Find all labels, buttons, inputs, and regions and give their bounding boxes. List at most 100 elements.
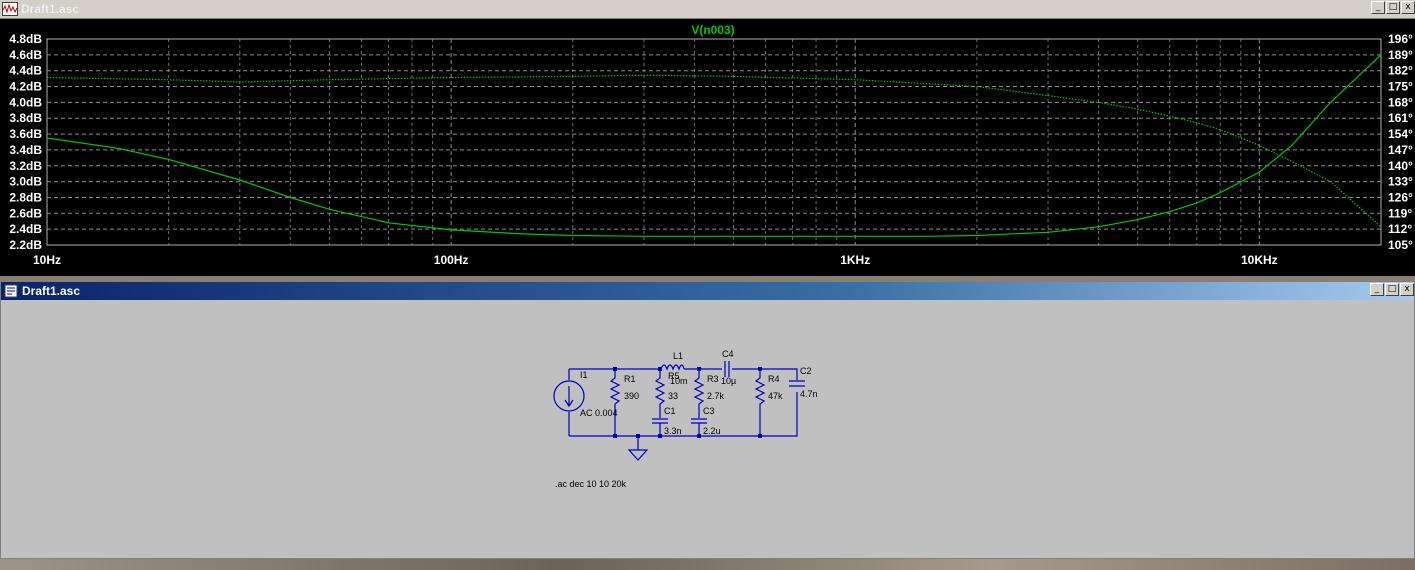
- y-right-tick-label: 189°: [1388, 48, 1413, 62]
- junction-dot: [613, 434, 617, 438]
- trace-label[interactable]: V(n003): [691, 23, 734, 37]
- y-left-tick-label: 4.4dB: [9, 64, 42, 78]
- y-right-tick-label: 175°: [1388, 80, 1413, 94]
- ground-icon[interactable]: [627, 436, 649, 461]
- resistor-r1[interactable]: [609, 369, 621, 436]
- plot-window-title: Draft1.asc: [21, 2, 80, 16]
- label-r3-name: R3: [707, 374, 719, 384]
- spice-directive[interactable]: .ac dec 10 10 20k: [555, 479, 627, 489]
- y-left-tick-label: 3.8dB: [9, 111, 42, 125]
- junction-dot: [758, 367, 762, 371]
- y-left-tick-label: 4.0dB: [9, 95, 42, 109]
- junction-dot: [636, 434, 640, 438]
- label-r5-name: R5: [668, 371, 680, 381]
- wire-top-right[interactable]: [732, 368, 798, 380]
- capacitor-c4[interactable]: [724, 361, 730, 377]
- y-right-tick-label: 126°: [1388, 190, 1413, 204]
- inductor-l1[interactable]: [660, 364, 685, 371]
- label-l1-value: 10m: [670, 376, 688, 386]
- label-c1-name: C1: [664, 406, 676, 416]
- schematic-window-title: Draft1.asc: [22, 284, 81, 298]
- desktop-background: [0, 559, 1415, 570]
- junction-dot: [658, 367, 662, 371]
- y-left-tick-label: 2.2dB: [9, 238, 42, 252]
- label-c4-name: C4: [722, 349, 734, 359]
- y-right-tick-label: 140°: [1388, 159, 1413, 173]
- minimize-button[interactable]: _: [1371, 1, 1385, 14]
- junction-dot: [758, 434, 762, 438]
- current-source-arrow-icon: [564, 386, 574, 408]
- resistor-r4[interactable]: [754, 369, 766, 436]
- label-c2-name: C2: [800, 366, 812, 376]
- plot-area-background: [0, 19, 1415, 276]
- y-left-tick-label: 3.2dB: [9, 159, 42, 173]
- y-right-tick-label: 161°: [1388, 111, 1413, 125]
- plot-window-titlebar[interactable]: Draft1.asc _ □ x: [0, 0, 1415, 19]
- y-left-tick-label: 2.8dB: [9, 190, 42, 204]
- y-right-tick-label: 168°: [1388, 95, 1413, 109]
- label-i1-name: I1: [580, 370, 588, 380]
- y-right-tick-label: 105°: [1388, 238, 1413, 252]
- label-c2-value: 4.7n: [800, 389, 818, 399]
- junction-dot: [697, 434, 701, 438]
- close-button[interactable]: x: [1401, 1, 1415, 14]
- label-r4-name: R4: [768, 374, 780, 384]
- current-source-i1[interactable]: [553, 380, 585, 412]
- y-left-tick-label: 2.6dB: [9, 206, 42, 220]
- label-c4-value: 10µ: [721, 376, 736, 386]
- label-c3-name: C3: [703, 406, 715, 416]
- capacitor-c1[interactable]: [652, 418, 668, 436]
- plot-series: [46, 54, 1382, 237]
- waveform-app-icon: [2, 2, 18, 16]
- y-left-tick-label: 4.6dB: [9, 48, 42, 62]
- capacitor-c2[interactable]: [789, 380, 805, 387]
- y-left-tick-label: 3.4dB: [9, 143, 42, 157]
- x-tick-label: 100Hz: [434, 253, 469, 267]
- plot-grid: [46, 38, 1382, 246]
- close-button[interactable]: x: [1400, 283, 1414, 296]
- label-c3-value: 2.2u: [703, 426, 721, 436]
- y-left-tick-label: 3.0dB: [9, 175, 42, 189]
- label-l1-name: L1: [673, 351, 683, 361]
- label-i1-value: AC 0.004: [580, 408, 618, 418]
- wire-bottom[interactable]: [569, 392, 798, 437]
- minimize-button[interactable]: _: [1370, 283, 1384, 296]
- label-r1-value: 390: [624, 391, 639, 401]
- label-r3-value: 2.7k: [707, 391, 725, 401]
- schematic-app-icon: [4, 284, 18, 298]
- label-r1-name: R1: [624, 374, 636, 384]
- label-c1-value: 3.3n: [664, 426, 682, 436]
- schematic-window: Draft1.asc _ □ x: [0, 281, 1415, 559]
- y-right-tick-label: 112°: [1388, 222, 1412, 236]
- y-left-tick-label: 2.4dB: [9, 222, 42, 236]
- resistor-r5[interactable]: [654, 369, 666, 418]
- y-right-tick-label: 182°: [1388, 64, 1413, 78]
- x-tick-label: 10KHz: [1241, 253, 1278, 267]
- y-right-tick-label: 119°: [1388, 206, 1412, 220]
- label-r4-value: 47k: [768, 391, 783, 401]
- capacitor-c3[interactable]: [691, 418, 707, 436]
- schematic-window-controls: _ □ x: [1370, 283, 1414, 296]
- y-right-tick-label: 133°: [1388, 175, 1413, 189]
- x-tick-label: 1KHz: [840, 253, 870, 267]
- phase-trace: [46, 74, 1382, 228]
- resistor-r3[interactable]: [693, 369, 705, 418]
- y-right-tick-label: 147°: [1388, 143, 1413, 157]
- schematic-window-titlebar[interactable]: Draft1.asc _ □ x: [1, 282, 1414, 300]
- magnitude-trace: [46, 54, 1382, 237]
- y-left-tick-label: 4.8dB: [9, 32, 42, 46]
- restore-button[interactable]: □: [1386, 1, 1400, 14]
- y-left-tick-label: 4.2dB: [9, 80, 42, 94]
- junction-dot: [613, 367, 617, 371]
- plot-frame: [46, 38, 1382, 246]
- junction-dot: [658, 434, 662, 438]
- label-r5-value: 33: [668, 391, 678, 401]
- y-right-tick-label: 196°: [1388, 32, 1413, 46]
- y-right-tick-label: 154°: [1388, 127, 1413, 141]
- schematic-canvas[interactable]: I1 AC 0.004 R1 390 L1 10m R5 33 C1 3.3n …: [1, 300, 1414, 558]
- y-left-tick-label: 3.6dB: [9, 127, 42, 141]
- restore-button[interactable]: □: [1385, 283, 1399, 296]
